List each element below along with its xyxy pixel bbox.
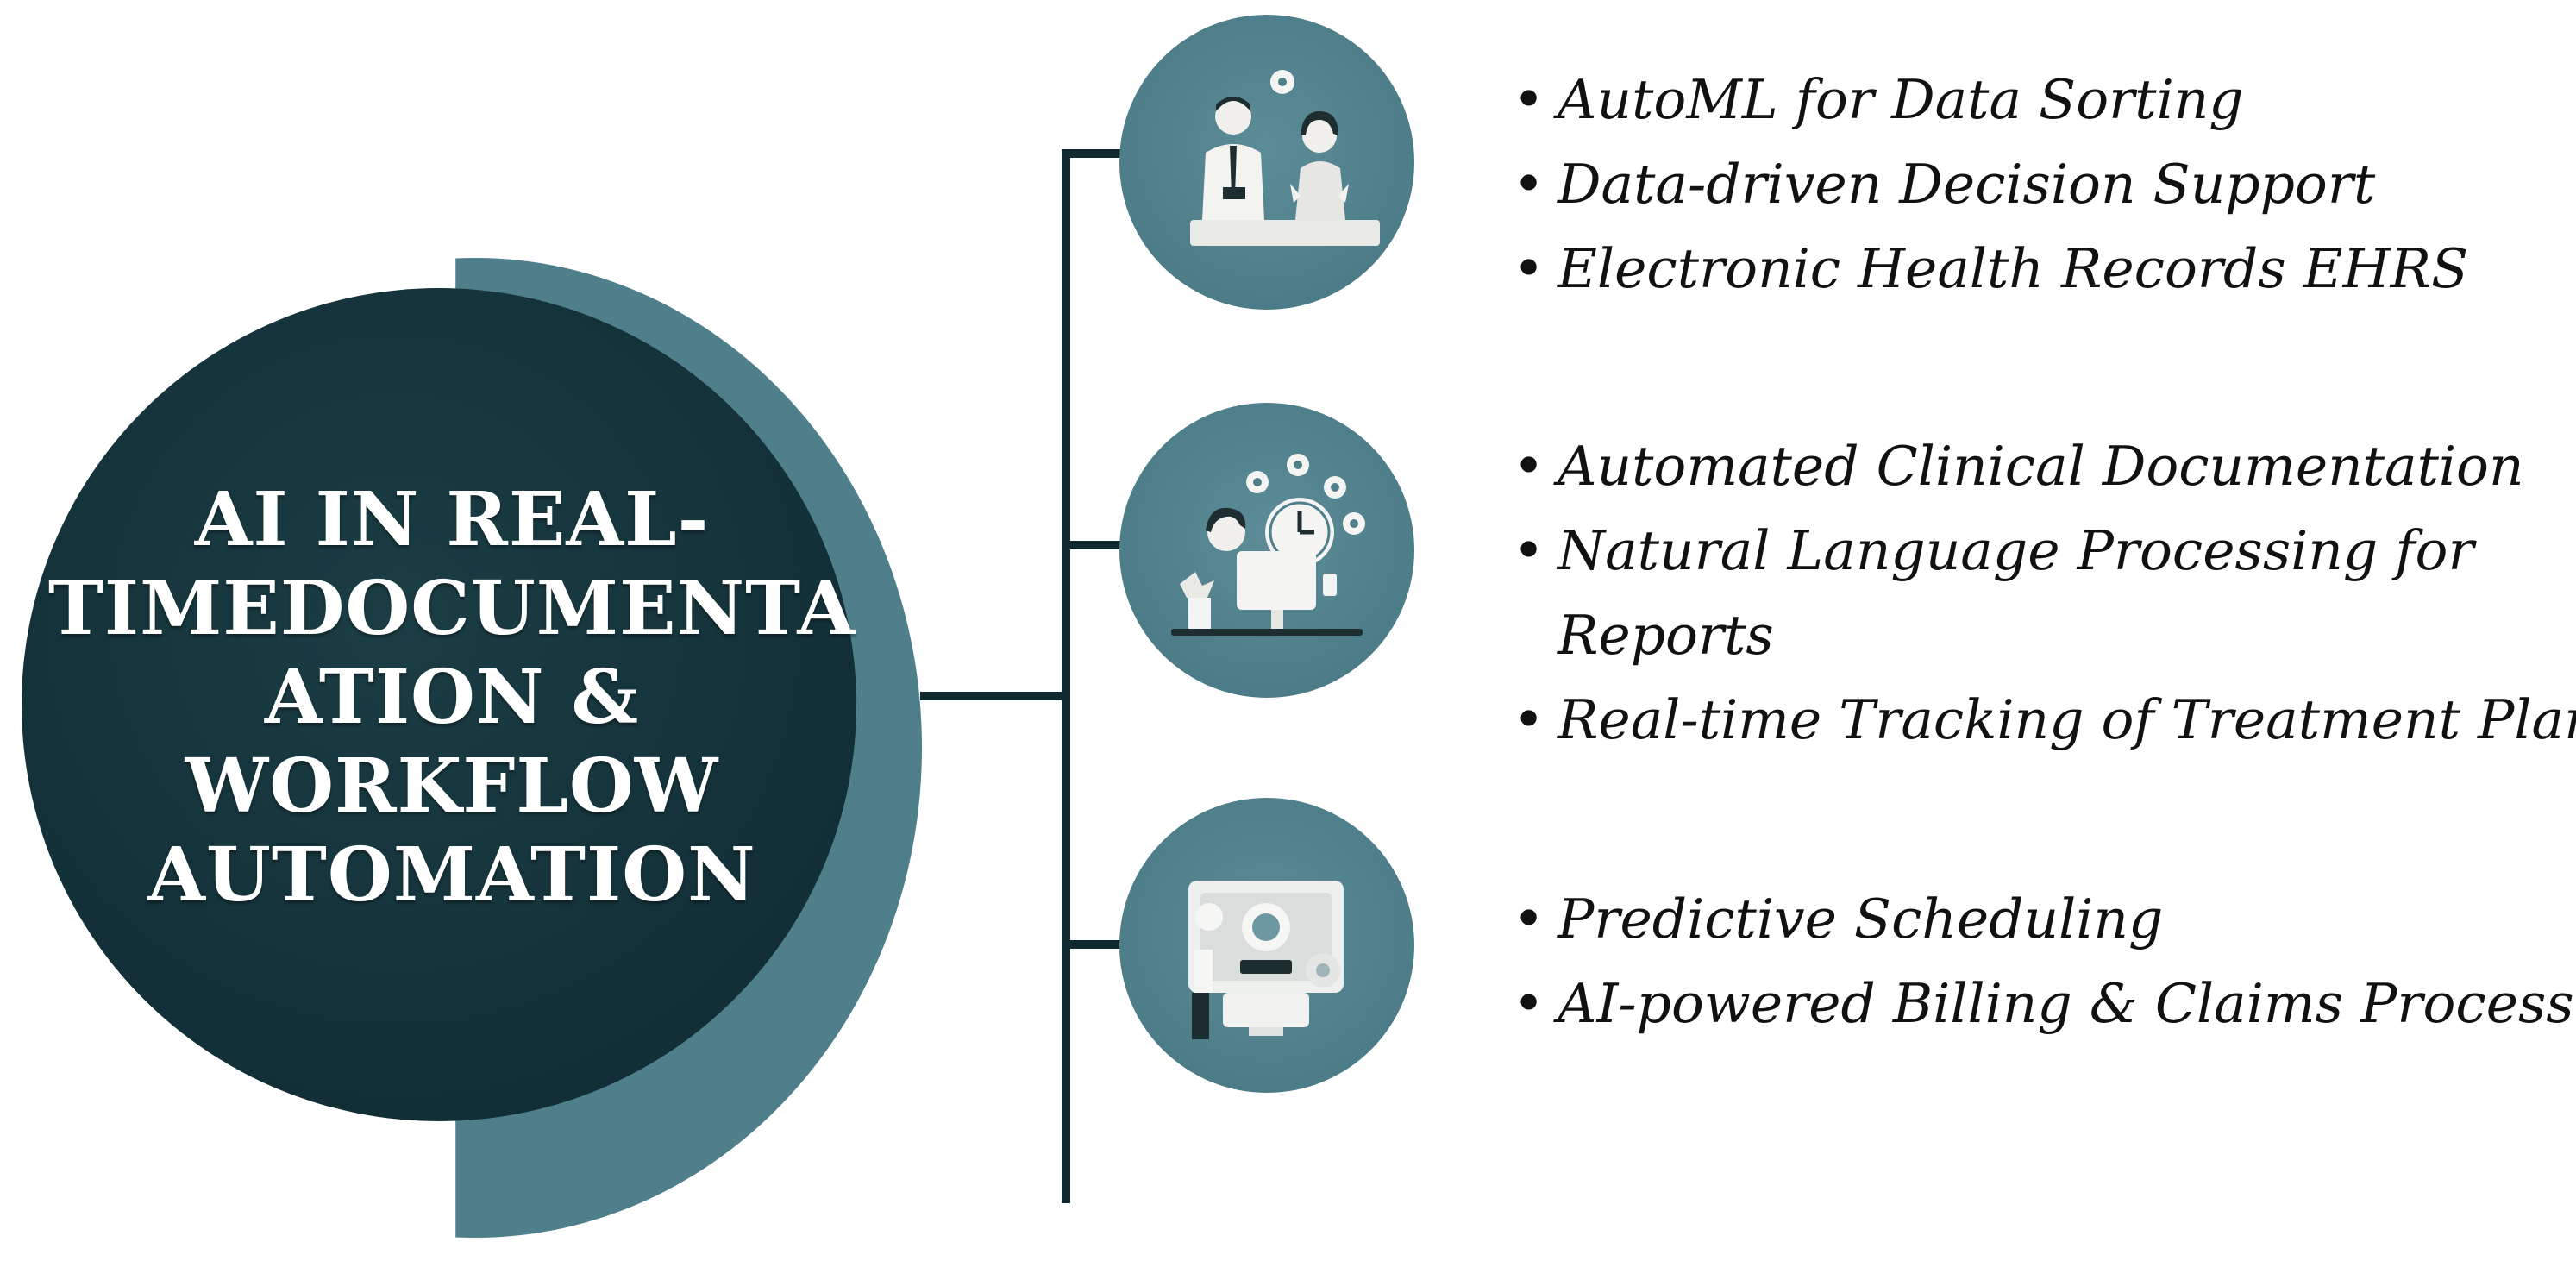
list-item: •Data-driven Decision Support bbox=[1513, 153, 2376, 216]
connector-branch-1 bbox=[1062, 149, 1125, 158]
title-line: ATION & bbox=[264, 653, 640, 741]
main-circle: AI IN REAL- TIMEDOCUMENTA ATION & WORKFL… bbox=[22, 288, 856, 1121]
main-title: AI IN REAL- TIMEDOCUMENTA ATION & WORKFL… bbox=[47, 475, 856, 919]
title-line: AUTOMATION bbox=[147, 831, 756, 919]
list-item: •AI-powered Billing & Claims Processing bbox=[1513, 972, 2576, 1035]
list-item: •Predictive Scheduling bbox=[1513, 888, 2164, 950]
list-item: •Electronic Health Records EHRS bbox=[1513, 237, 2469, 300]
list-item: •Automated Clinical Documentation bbox=[1513, 435, 2524, 498]
list-item: •AutoML for Data Sorting bbox=[1513, 68, 2244, 131]
list-item: •Real-time Tracking of Treatment Plans bbox=[1513, 688, 2576, 751]
bullet-list-2: •Automated Clinical Documentation •Natur… bbox=[1504, 424, 2576, 762]
title-line: TIMEDOCUMENTA bbox=[47, 564, 856, 652]
clinician-workstation-icon bbox=[1119, 403, 1414, 698]
title-line: WORKFLOW bbox=[185, 742, 719, 830]
list-item: •Natural Language Processing for Reports bbox=[1513, 519, 2474, 667]
bullet-list-3: •Predictive Scheduling •AI-powered Billi… bbox=[1504, 877, 2576, 1046]
connector-stem bbox=[920, 692, 1070, 700]
billing-dashboard-icon bbox=[1119, 798, 1414, 1093]
title-line: AI IN REAL- bbox=[194, 475, 710, 563]
connector-trunk bbox=[1062, 149, 1070, 1203]
connector-branch-3 bbox=[1062, 940, 1125, 949]
connector-branch-2 bbox=[1062, 541, 1125, 549]
bullet-list-1: •AutoML for Data Sorting •Data-driven De… bbox=[1504, 58, 2556, 311]
team-meeting-icon bbox=[1119, 15, 1414, 310]
